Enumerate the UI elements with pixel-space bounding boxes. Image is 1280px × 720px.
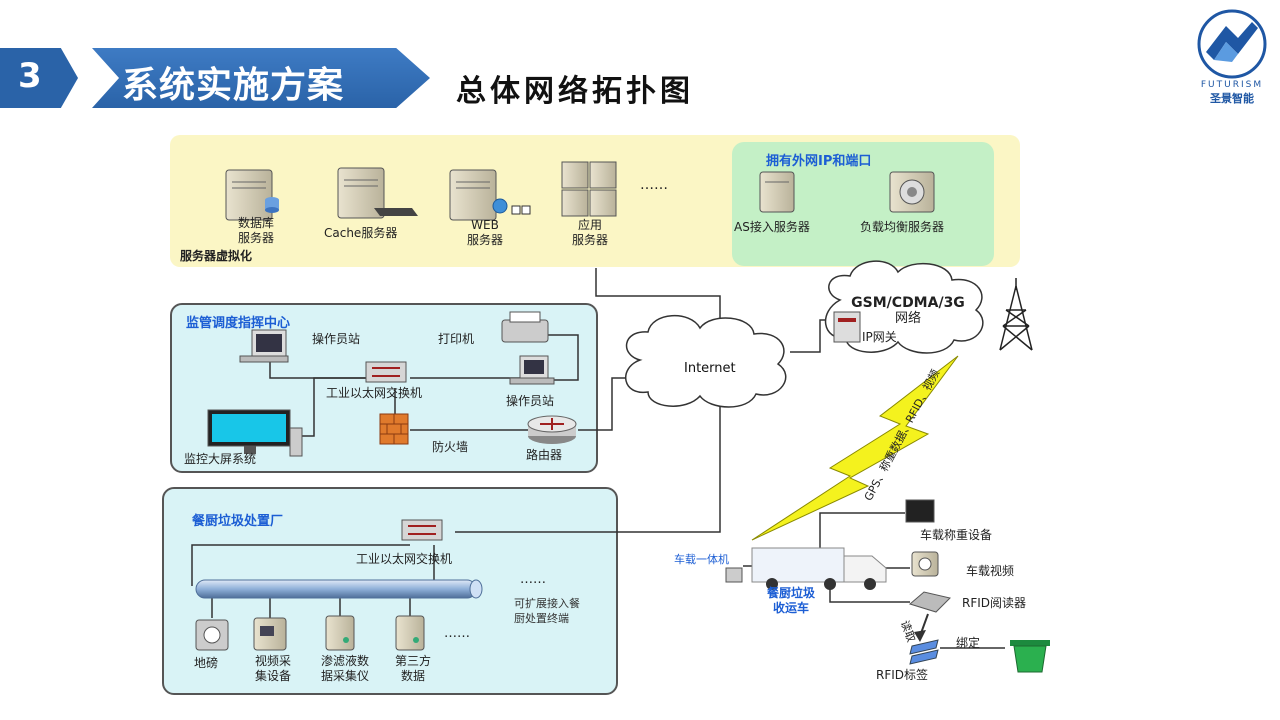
server-to-internet-line (595, 268, 721, 345)
firewall-label: 防火墙 (432, 440, 469, 454)
bottom-dots: …… (444, 626, 470, 641)
monitor-center-title: 监管调度指挥中心 (186, 316, 291, 331)
scale-label: 地磅 (194, 656, 219, 670)
vehicle-video-label: 车载视频 (966, 564, 1015, 578)
trash-bin-icon (1010, 640, 1050, 673)
rfid-tag-icon (909, 639, 939, 665)
onboard-unit-icon (725, 567, 743, 583)
bind-label: 绑定 (956, 636, 981, 650)
radio-tower-icon (999, 278, 1033, 351)
app-server-label: 应用服务器 (571, 218, 608, 247)
load-balancer-label: 负载均衡服务器 (860, 220, 945, 234)
leachate-collector-label: 渗滤液数据采集仪 (320, 654, 369, 683)
server-ellipsis: …… (640, 177, 668, 193)
as-server-label: AS接入服务器 (734, 220, 810, 234)
server-virtualization-label: 服务器虚拟化 (180, 249, 253, 263)
router-label: 路由器 (526, 448, 563, 462)
weighing-device-icon (905, 499, 935, 523)
section-number: 3 (18, 56, 42, 96)
external-ip-title: 拥有外网IP和端口 (766, 154, 872, 169)
workstation-1-label: 操作员站 (312, 332, 361, 346)
garbage-truck-icon (751, 547, 887, 590)
rfid-reader-label: RFID阅读器 (962, 596, 1027, 610)
logo-chinese: 圣景智能 (1210, 92, 1254, 105)
printer-label: 打印机 (438, 332, 475, 346)
rfid-reader-icon (908, 591, 951, 613)
workstation-2-label: 操作员站 (506, 394, 555, 408)
company-logo: FUTURISM 圣景智能 (1192, 8, 1272, 105)
logo-english: FUTURISM (1200, 80, 1264, 90)
cache-server-label: Cache服务器 (324, 226, 398, 240)
section-title: 系统实施方案 (122, 65, 345, 106)
futurism-logo-icon (1197, 9, 1267, 79)
truck-rfid-line (829, 578, 910, 603)
truck-label: 餐厨垃圾收运车 (766, 586, 815, 615)
rfid-tag-label: RFID标签 (876, 668, 929, 682)
internet-to-gateway-line (790, 319, 835, 353)
slide-subtitle: 总体网络拓扑图 (456, 74, 694, 109)
kitchen-switch-label: 工业以太网交换机 (356, 552, 453, 566)
kitchen-plant-title: 餐厨垃圾处置厂 (192, 514, 284, 529)
truck-weighing-line (819, 512, 905, 560)
truck-video-line (820, 559, 910, 569)
switch-label: 工业以太网交换机 (326, 386, 423, 400)
internet-label: Internet (684, 361, 736, 376)
read-label: 读取 (897, 618, 918, 644)
vehicle-video-icon (911, 551, 939, 577)
onboard-unit-label: 车载一体机 (674, 553, 729, 566)
extension-dots: …… (520, 572, 546, 587)
wireless-data-label: GPS、称重数据、RFID、视频 (861, 367, 943, 504)
extension-note: 可扩展接入餐厨处置终端 (514, 597, 580, 625)
third-party-data-label: 第三方数据 (394, 654, 431, 683)
db-server-label: 数据库服务器 (237, 216, 274, 245)
section-number-badge: 3 (0, 48, 78, 108)
weighing-label: 车载称重设备 (920, 528, 993, 542)
section-title-banner: 系统实施方案 (92, 48, 430, 108)
video-capture-label: 视频采集设备 (254, 654, 291, 683)
ip-gateway-label: IP网关 (862, 330, 897, 344)
big-screen-label: 监控大屏系统 (184, 452, 257, 466)
